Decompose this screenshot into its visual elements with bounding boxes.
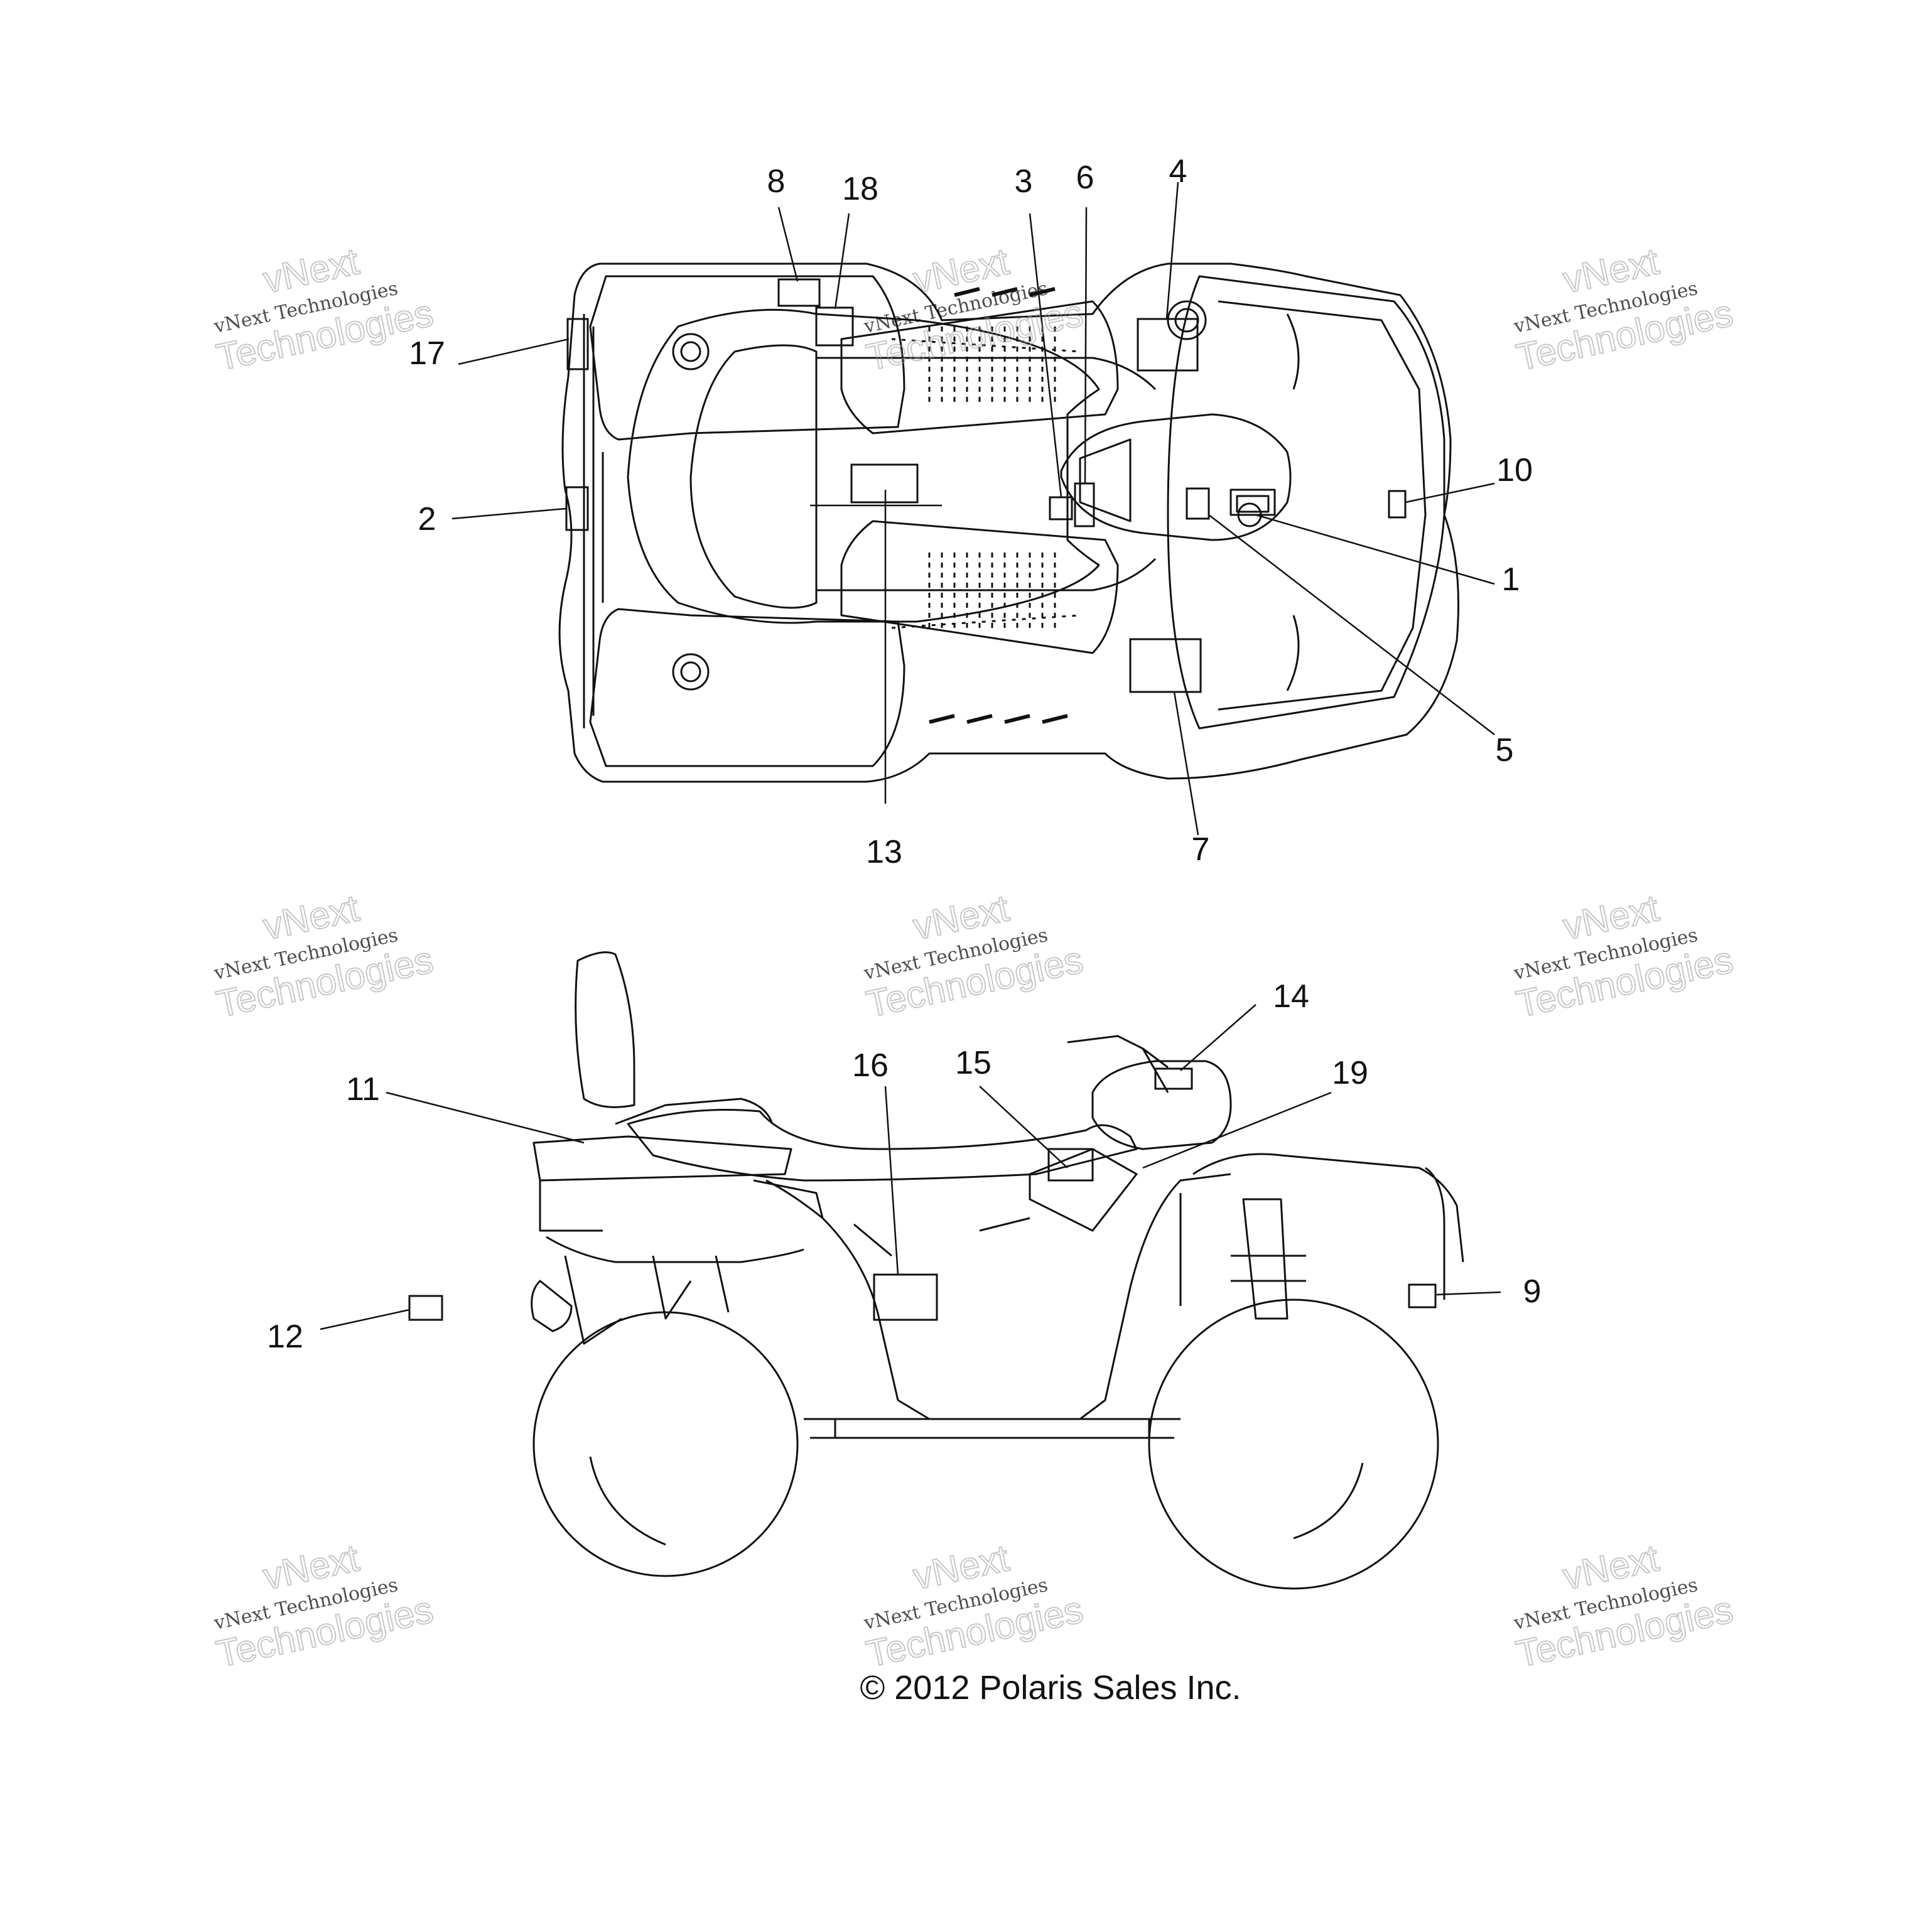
callout-5: 5 — [1496, 732, 1514, 769]
decal-15-panel — [1047, 1148, 1094, 1182]
watermark: vNext vNext Technologies Technologies — [212, 1536, 437, 1676]
decal-3 — [1049, 496, 1073, 521]
watermark: vNext vNext Technologies Technologies — [1511, 886, 1737, 1026]
side-view-leaders — [320, 1004, 1501, 1330]
decal-4 — [1137, 318, 1199, 372]
callout-1: 1 — [1502, 561, 1520, 598]
top-view-tread-marks — [928, 287, 1068, 724]
callout-12: 12 — [267, 1319, 303, 1355]
watermark: vNext vNext Technologies Technologies — [212, 886, 437, 1026]
decal-8 — [777, 278, 821, 307]
callout-10: 10 — [1496, 452, 1533, 488]
watermark: vNext vNext Technologies Technologies — [1511, 239, 1737, 379]
watermark: vNext vNext Technologies Technologies — [862, 886, 1087, 1026]
watermark: vNext vNext Technologies Technologies — [862, 239, 1087, 379]
decal-15 — [1029, 1148, 1138, 1232]
watermark-grid: vNext vNext Technologies Technologies vN… — [212, 239, 1737, 1676]
callout-18: 18 — [842, 171, 878, 207]
callout-11: 11 — [346, 1071, 380, 1108]
decal-10 — [1388, 490, 1407, 519]
callout-3: 3 — [1015, 163, 1033, 200]
callout-7: 7 — [1192, 831, 1210, 868]
callout-4: 4 — [1169, 153, 1187, 190]
decal-14 — [1154, 1067, 1193, 1090]
decal-5 — [1186, 487, 1210, 520]
callout-15: 15 — [955, 1045, 992, 1081]
decal-7 — [1129, 638, 1202, 693]
callout-14: 14 — [1273, 978, 1309, 1015]
callout-17: 17 — [409, 335, 445, 372]
decal-13 — [850, 463, 919, 504]
callout-19: 19 — [1332, 1055, 1368, 1091]
callout-labels: 8 18 3 6 4 17 2 10 1 5 13 7 14 16 15 19 … — [267, 153, 1541, 1355]
decal-6 — [1074, 482, 1095, 527]
top-view-decals — [565, 278, 1407, 693]
watermark: vNext vNext Technologies Technologies — [212, 239, 437, 379]
callout-13: 13 — [866, 834, 902, 870]
watermark: vNext vNext Technologies Technologies — [862, 1536, 1087, 1676]
decal-12 — [408, 1295, 443, 1321]
watermark: vNext vNext Technologies Technologies — [1511, 1536, 1737, 1676]
decal-16 — [873, 1273, 938, 1321]
copyright-text: © 2012 Polaris Sales Inc. — [860, 1669, 1241, 1707]
top-view-leaders — [451, 181, 1495, 836]
callout-9: 9 — [1523, 1273, 1542, 1310]
callout-2: 2 — [418, 501, 436, 537]
decal-18 — [815, 306, 854, 347]
decal-9 — [1408, 1283, 1437, 1309]
decal-17 — [566, 318, 589, 370]
atv-top-view — [558, 262, 1459, 783]
side-view-decals — [408, 1067, 1437, 1321]
callout-6: 6 — [1076, 159, 1094, 196]
callout-8: 8 — [767, 163, 786, 200]
atv-side-view — [531, 951, 1464, 1590]
callout-16: 16 — [852, 1047, 889, 1084]
